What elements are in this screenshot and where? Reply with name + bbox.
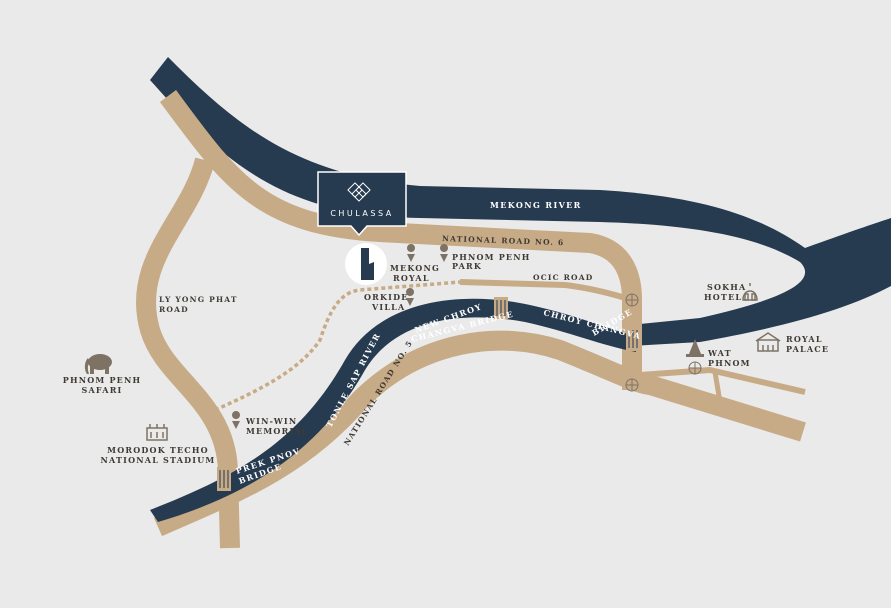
phnom-penh-park-label-2: PARK	[452, 261, 482, 271]
wat-phnom-road	[639, 367, 806, 395]
mekong-river-label: MEKONG RIVER	[490, 200, 582, 210]
orkide-villa-label: ORKIDE	[364, 292, 409, 302]
sokha-hotel-label-2: HOTEL	[704, 292, 742, 302]
temple-icon	[686, 339, 704, 357]
roundabout-icon	[625, 293, 639, 307]
brand-name: CHULASSA	[330, 209, 393, 218]
tonle-sap-river	[150, 298, 636, 522]
pin-icon	[407, 243, 416, 262]
pin-icon	[440, 243, 449, 262]
mekong-royal-label-2: ROYAL	[393, 273, 430, 283]
stadium-label-2: NATIONAL STADIUM	[101, 455, 216, 465]
hotel-dome-icon	[742, 283, 758, 301]
property-marker[interactable]: CHULASSA	[317, 171, 407, 237]
side-road	[712, 371, 723, 403]
national-road-5	[153, 330, 806, 537]
property-site-plot	[361, 248, 374, 280]
roundabout-icon	[625, 378, 639, 392]
royal-palace-label: ROYAL	[786, 334, 823, 344]
pin-icon	[232, 411, 241, 429]
win-win-label-2: MEMORIAL	[246, 426, 309, 436]
phnom-penh-park-label: PHNOM PENH	[452, 252, 530, 262]
stadium-label: MORODOK TECHO	[107, 445, 209, 455]
orkide-villa-label-2: VILLA	[371, 302, 405, 312]
pin-icon	[406, 288, 415, 306]
ly-yong-phat-label: LY YONG PHAT	[159, 295, 238, 304]
royal-palace-label-2: PALACE	[786, 344, 829, 354]
stadium-icon	[146, 424, 168, 441]
win-win-label: WIN-WIN	[245, 416, 297, 426]
mekong-royal-label: MEKONG	[390, 263, 440, 273]
dotted-trail	[214, 280, 461, 412]
safari-label-2: SAFARI	[82, 385, 123, 395]
ly-yong-phat-label-2: ROAD	[159, 305, 189, 314]
wat-phnom-label-2: PHNOM	[708, 358, 751, 368]
chulassa-logo-icon	[347, 182, 371, 202]
ly-yong-phat-road	[135, 157, 240, 549]
mekong-river	[150, 57, 891, 346]
roundabout-icon	[688, 361, 702, 375]
elephant-icon	[84, 354, 112, 374]
national-road-6-label: NATIONAL ROAD NO. 6	[442, 234, 565, 247]
wat-phnom-label: WAT	[707, 348, 732, 358]
national-road-6	[159, 90, 642, 390]
safari-label: PHNOM PENH	[63, 375, 141, 385]
ocic-road-label: OCIC ROAD	[533, 273, 593, 282]
ocic-road	[459, 279, 633, 303]
palace-icon	[755, 332, 781, 352]
sokha-hotel-label: SOKHA	[707, 282, 746, 292]
